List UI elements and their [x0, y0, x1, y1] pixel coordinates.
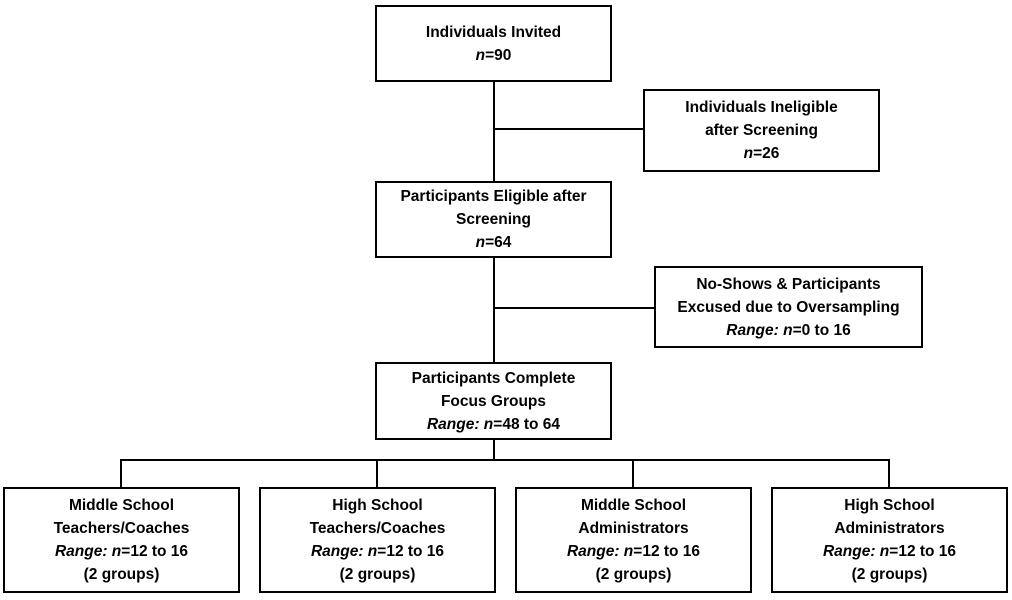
node-line: Teachers/Coaches [309, 520, 446, 537]
connector-branch-no-shows [494, 307, 655, 309]
node-stat-line: Range: n=12 to 16 [517, 540, 750, 563]
node-high-school-administrators: High School Administrators Range: n=12 t… [771, 487, 1008, 593]
node-line: Administrators [834, 520, 945, 537]
node-line: High School [844, 497, 935, 514]
node-middle-school-teachers: Middle School Teachers/Coaches Range: n=… [3, 487, 240, 593]
stat-rest: =90 [485, 46, 512, 64]
connector-drop-group-1 [120, 459, 122, 488]
node-individuals-invited: Individuals Invited n=90 [375, 5, 612, 82]
stat-italic: n [475, 234, 486, 251]
node-stat-line: Range: n=12 to 16 [5, 540, 238, 563]
stat-rest: =12 to 16 [633, 543, 701, 560]
stat-rest: =26 [753, 145, 780, 162]
node-line: Participants Complete [411, 369, 576, 387]
stat-rest: =12 to 16 [377, 543, 445, 560]
node-participants-complete: Participants Complete Focus Groups Range… [375, 362, 612, 440]
connector-drop-group-3 [632, 459, 634, 488]
stat-italic: Range: n [566, 543, 634, 560]
node-line: Administrators [578, 520, 689, 537]
node-line: (2 groups) [595, 566, 672, 583]
node-line: Individuals Invited [425, 23, 562, 41]
node-line: Individuals Ineligible [685, 99, 838, 116]
node-line: Middle School [580, 497, 687, 514]
node-high-school-teachers: High School Teachers/Coaches Range: n=12… [259, 487, 496, 593]
node-line: High School [332, 497, 423, 514]
connector-eligible-to-complete [493, 256, 495, 364]
node-no-shows-excused: No-Shows & Participants Excused due to O… [654, 266, 923, 348]
stat-italic: n [743, 145, 754, 162]
node-line: (2 groups) [851, 566, 928, 583]
node-stat-line: n=64 [377, 231, 610, 254]
connector-drop-group-4 [888, 459, 890, 488]
node-line: No-Shows & Participants [696, 275, 881, 293]
node-participants-eligible: Participants Eligible after Screening n=… [375, 181, 612, 258]
connector-branch-ineligible [494, 128, 644, 130]
stat-rest: =12 to 16 [121, 543, 189, 560]
stat-italic: Range: n [54, 543, 122, 560]
node-line: Focus Groups [440, 392, 547, 410]
node-line: Screening [456, 211, 531, 228]
stat-rest: =48 to 64 [493, 415, 561, 433]
stat-italic: Range: n [726, 321, 793, 339]
connector-invited-to-eligible [493, 80, 495, 183]
node-line: (2 groups) [339, 566, 416, 583]
node-individuals-ineligible: Individuals Ineligible after Screening n… [643, 89, 880, 172]
node-stat-line: Range: n=12 to 16 [261, 540, 494, 563]
stat-italic: n [475, 46, 486, 64]
node-line: Participants Eligible after [400, 188, 587, 205]
stat-rest: =0 to 16 [792, 321, 851, 339]
stat-italic: Range: n [822, 543, 890, 560]
node-stat-line: Range: n=48 to 64 [377, 413, 610, 436]
stat-italic: Range: n [310, 543, 378, 560]
node-stat-line: Range: n=0 to 16 [656, 319, 921, 342]
connector-complete-to-groups [493, 438, 495, 461]
node-line: after Screening [705, 122, 818, 139]
node-line: Excused due to Oversampling [677, 298, 900, 316]
node-line: Teachers/Coaches [53, 520, 190, 537]
stat-italic: Range: n [426, 415, 494, 433]
node-stat-line: Range: n=12 to 16 [773, 540, 1006, 563]
node-stat-line: n=90 [377, 44, 610, 67]
connector-drop-group-2 [376, 459, 378, 488]
stat-rest: =12 to 16 [889, 543, 957, 560]
node-line: Middle School [68, 497, 175, 514]
stat-rest: =64 [485, 234, 512, 251]
node-middle-school-administrators: Middle School Administrators Range: n=12… [515, 487, 752, 593]
node-stat-line: n=26 [645, 142, 878, 165]
connector-groups-rail [120, 459, 890, 461]
node-line: (2 groups) [83, 566, 160, 583]
